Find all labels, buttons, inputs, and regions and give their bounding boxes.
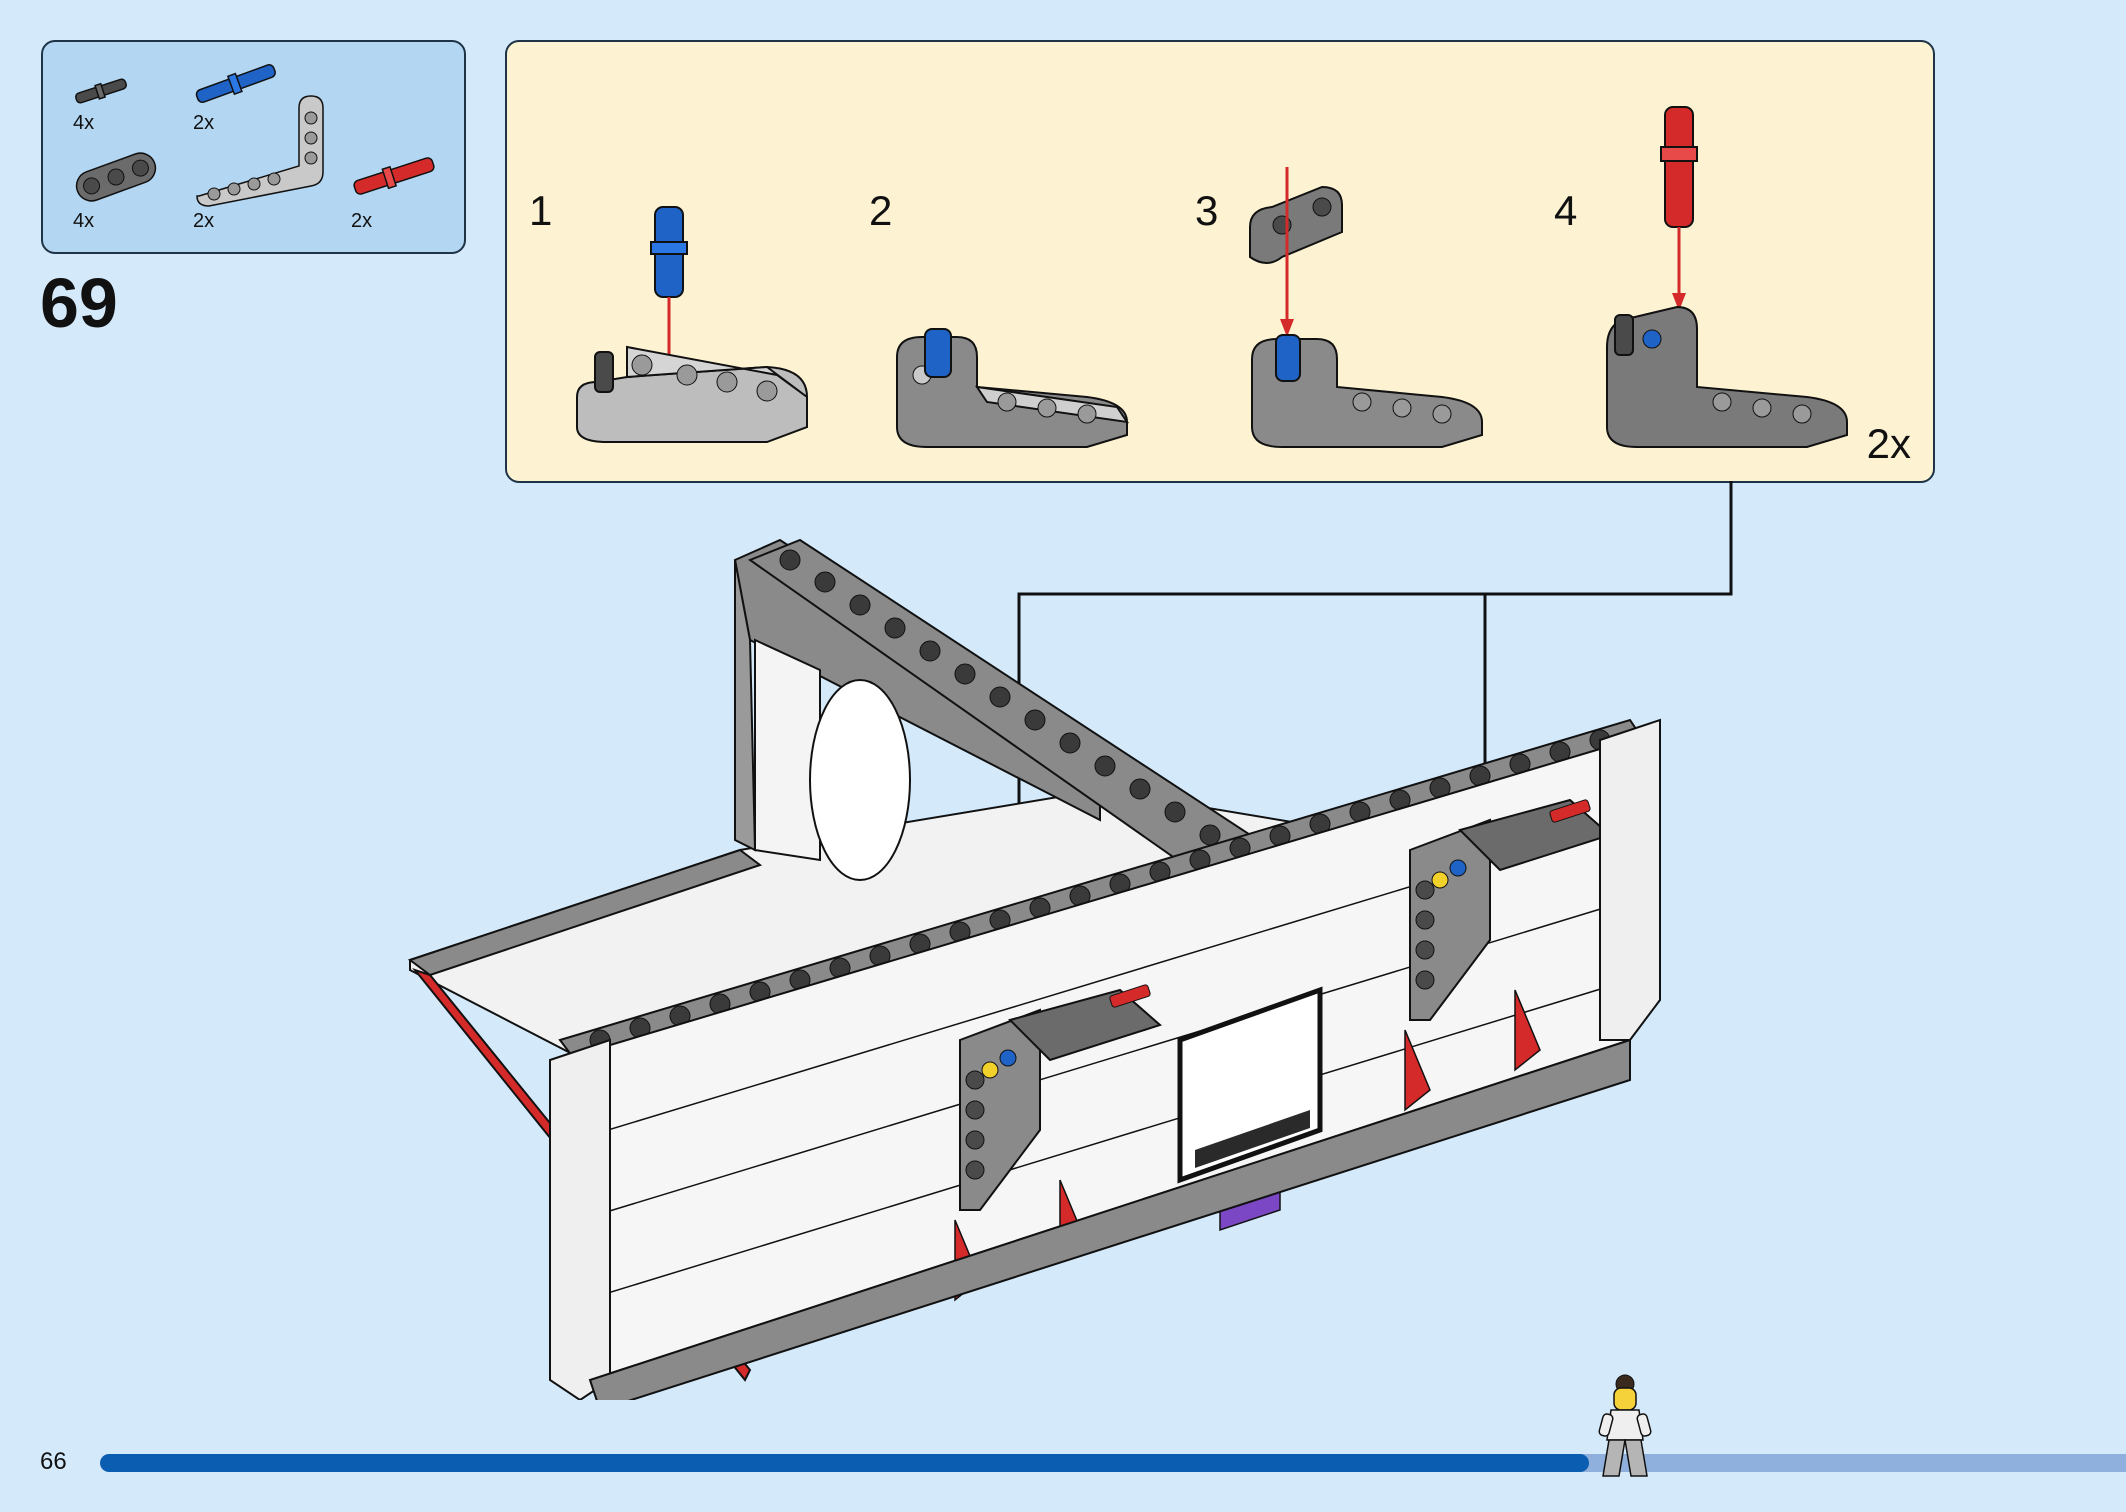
step-number: 69: [40, 264, 118, 342]
substep-4-figure: [1606, 106, 1848, 448]
substep-2-figure: [896, 328, 1130, 448]
main-model-illustration: [407, 538, 1661, 1400]
page-number: 66: [40, 1448, 67, 1475]
part-qty: 2x: [193, 210, 215, 232]
axle-pin-part: [195, 64, 276, 104]
substep-1-figure: [576, 206, 808, 443]
parts-list: 4x 2x 4x 2x 2x: [41, 40, 466, 254]
substep-3-figure: [1249, 167, 1483, 448]
substep-label: 2: [869, 187, 893, 234]
friction-pin-part: [75, 78, 127, 104]
beam-3-part: [75, 152, 157, 202]
substep-label: 1: [529, 187, 553, 234]
minifigure-icon: [1598, 1374, 1652, 1477]
callout-multiplier: 2x: [1866, 420, 1911, 467]
part-qty: 4x: [73, 112, 95, 134]
substep-label: 4: [1554, 187, 1578, 234]
axle-3-part: [353, 157, 435, 195]
progress-bar: [100, 1454, 2126, 1472]
subassembly-callout: 1 2 3 4: [505, 40, 1935, 483]
part-qty: 2x: [193, 112, 215, 134]
progress-fill: [100, 1454, 1590, 1472]
part-qty: 4x: [73, 210, 95, 232]
l-beam-part: [196, 95, 324, 207]
substep-label: 3: [1195, 187, 1219, 234]
part-qty: 2x: [351, 210, 373, 232]
